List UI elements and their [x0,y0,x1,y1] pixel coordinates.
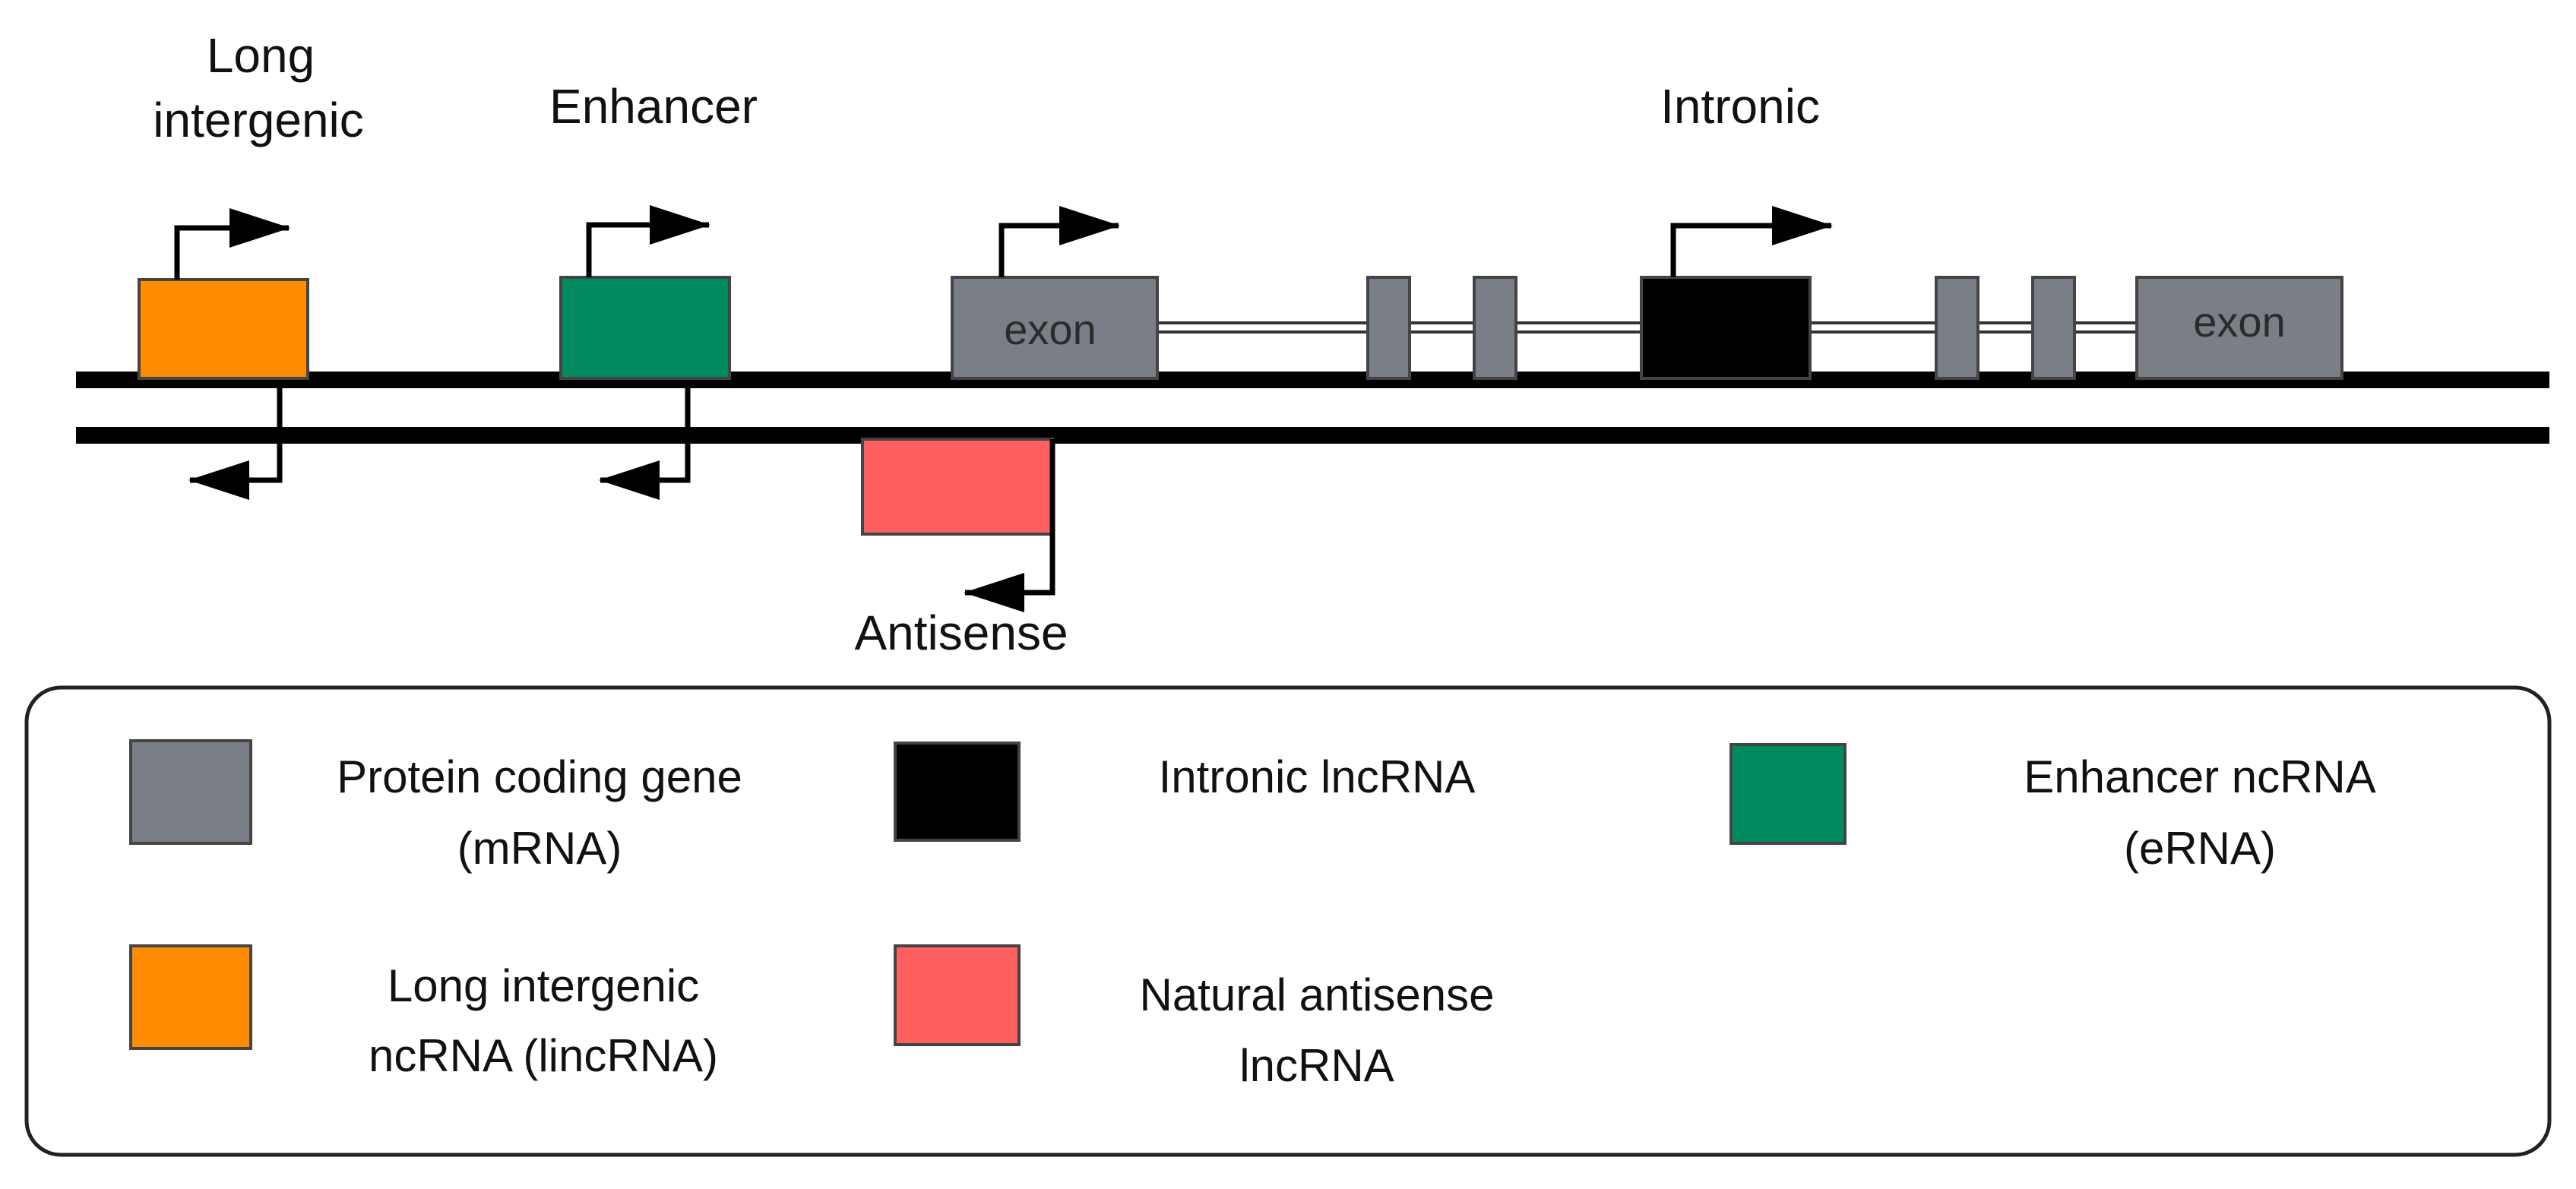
exon-small-4 [2031,276,2076,380]
lincrna-box [138,278,309,380]
exon-small-3 [1935,276,1979,380]
exon-left-label: exon [1004,305,1096,353]
legend-intronic: Intronic lncRNA [1159,751,1476,802]
exon-small-1 [1366,276,1411,380]
exon-right-label: exon [2193,298,2285,346]
legend-swatch-lincrna [129,944,252,1050]
antisense-box [861,438,1054,536]
lincrna-antisense-arrow [188,380,283,500]
legend-enhancer-1: Enhancer ncRNA [2024,751,2376,802]
exon-right-box [2135,276,2343,380]
protein-coding-sense-arrow [998,206,1120,277]
antisense-arrow [964,439,1055,612]
legend-swatch-intronic [894,742,1021,842]
legend-lincrna-2: ncRNA (lincRNA) [369,1030,718,1081]
lincrna-sense-arrow [174,208,290,280]
legend-swatch-protein-coding [129,739,252,845]
intronic-box [1640,276,1812,380]
legend-protein-coding-2: (mRNA) [457,823,622,874]
exon-left-box [951,276,1159,380]
label-enhancer: Enhancer [549,79,758,134]
exon-small-2 [1473,276,1517,380]
label-intronic: Intronic [1660,79,1820,134]
legend-antisense-2: lncRNA [1239,1040,1394,1091]
legend-protein-coding-1: Protein coding gene [337,751,742,802]
label-long-intergenic-1: Long [207,28,315,83]
legend-lincrna-1: Long intergenic [388,960,699,1011]
enhancer-antisense-arrow [599,380,691,500]
enhancer-box [559,276,731,380]
legend-swatch-antisense [894,944,1021,1046]
legend-swatch-enhancer [1729,743,1847,845]
legend-enhancer-2: (eRNA) [2124,823,2276,874]
label-long-intergenic-2: intergenic [153,93,364,147]
legend-box [24,685,2552,1157]
enhancer-sense-arrow [586,205,710,277]
label-antisense: Antisense [854,606,1068,660]
intronic-sense-arrow [1670,206,1833,277]
legend-antisense-1: Natural antisense [1140,969,1495,1020]
